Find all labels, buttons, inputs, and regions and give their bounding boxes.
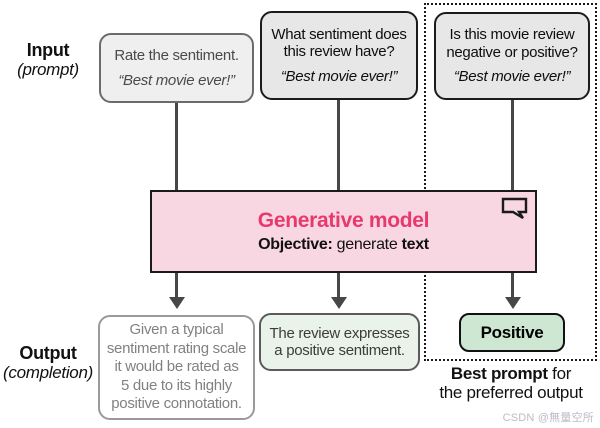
- arrow-output-3-head: [505, 297, 521, 309]
- output-label: Output (completion): [0, 344, 96, 382]
- connector-input-1: [175, 102, 178, 191]
- watermark: CSDN @無量空所: [502, 412, 594, 424]
- caption-line-1: Best prompt for: [423, 364, 599, 383]
- input-label: Input (prompt): [0, 41, 96, 79]
- model-title: Generative model: [257, 208, 430, 232]
- connector-input-2: [337, 99, 340, 191]
- input-question-2: What sentiment does this review have?: [271, 25, 407, 61]
- speech-bubble-icon: [501, 197, 528, 220]
- output-bubble-1: Given a typical sentiment rating scale i…: [98, 315, 255, 420]
- output-bubble-2: The review expresses a positive sentimen…: [259, 313, 420, 371]
- output-text-1: Given a typical sentiment rating scale i…: [106, 321, 247, 413]
- input-question-1: Rate the sentiment.: [114, 47, 239, 65]
- input-label-sub: (prompt): [17, 59, 79, 79]
- input-question-3: Is this movie review negative or positiv…: [446, 26, 578, 61]
- arrow-output-1-head: [169, 297, 185, 309]
- output-text-2: The review expresses a positive sentimen…: [269, 324, 410, 359]
- arrow-output-1-line: [175, 273, 178, 298]
- input-quote-2: “Best movie ever!”: [280, 67, 398, 85]
- connector-input-3: [511, 99, 514, 191]
- input-label-title: Input: [26, 40, 70, 60]
- model-objective-label: Objective:: [258, 235, 333, 253]
- input-bubble-3: Is this movie review negative or positiv…: [434, 12, 590, 100]
- arrow-output-2-head: [331, 297, 347, 309]
- caption-line1-rest: for: [547, 364, 572, 383]
- input-bubble-1: Rate the sentiment. “Best movie ever!”: [99, 33, 254, 103]
- caption-bold: Best prompt: [450, 364, 548, 383]
- input-bubble-2: What sentiment does this review have? “B…: [260, 11, 418, 100]
- output-label-sub: (completion): [3, 362, 93, 382]
- output-positive-box: Positive: [459, 313, 565, 352]
- model-objective-emph: text: [401, 235, 430, 253]
- input-quote-3: “Best movie ever!”: [453, 68, 571, 86]
- generative-model-box: Generative model Objective: generate tex…: [150, 190, 537, 273]
- best-prompt-caption: Best prompt for the preferred output: [423, 364, 599, 402]
- output-text-3: Positive: [480, 322, 544, 342]
- input-quote-1: “Best movie ever!”: [118, 71, 235, 89]
- arrow-output-3-line: [511, 273, 514, 298]
- arrow-output-2-line: [337, 273, 340, 298]
- output-label-title: Output: [19, 343, 77, 363]
- best-prompt-dotted-region: [424, 3, 597, 361]
- model-objective-mid: generate: [332, 235, 402, 253]
- model-objective: Objective: generate text: [258, 235, 429, 254]
- caption-line-2: the preferred output: [439, 383, 583, 403]
